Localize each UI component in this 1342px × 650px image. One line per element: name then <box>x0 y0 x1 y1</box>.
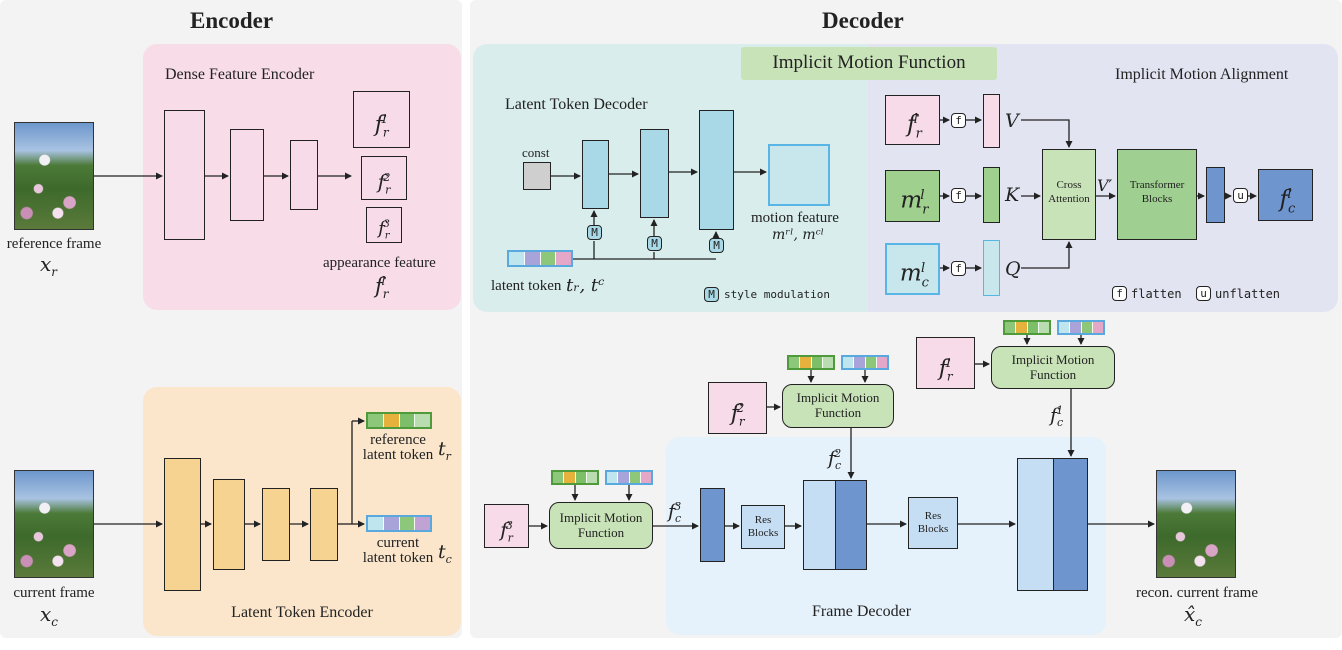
latent-token-decoder-label: Latent Token Decoder <box>505 96 648 113</box>
ltd-block-3 <box>699 110 734 230</box>
encoder-title: Encoder <box>190 8 274 33</box>
motion-feature-label: motion feature <box>751 210 839 226</box>
imf1-ref-token <box>1003 320 1051 335</box>
fr1-decoder-box: fr1 <box>916 337 975 389</box>
decoder-title: Decoder <box>822 8 904 33</box>
x-hat-c-symbol: x̂c <box>1184 602 1203 629</box>
motion-feature-symbols: mʳˡ, mᶜˡ <box>772 227 825 243</box>
fd-concat-1-dark <box>1053 458 1088 591</box>
m-badge-2: M <box>647 236 662 251</box>
imf2-ref-token <box>787 355 835 370</box>
k-symbol: K <box>1005 184 1020 206</box>
fd-fc3-block <box>700 488 725 562</box>
v-symbol: V <box>1005 110 1019 132</box>
m-badge-3: M <box>709 238 724 253</box>
reference-frame-label: reference frame <box>6 236 102 252</box>
q-symbol: Q <box>1005 258 1021 280</box>
implicit-motion-alignment-label: Implicit Motion Alignment <box>1115 66 1289 83</box>
flatten-badge-1: f <box>951 113 966 128</box>
latent-encoder-block-3 <box>262 488 290 561</box>
latent-token-encoder-label: Latent Token Encoder <box>231 604 373 621</box>
current-latent-token <box>366 515 432 532</box>
x-r-symbol: xr <box>40 252 58 279</box>
fc2-symbol: fc2 <box>828 447 842 473</box>
flatten-legend-label: flatten <box>1131 287 1182 301</box>
unflatten-legend-label: unflatten <box>1215 287 1281 301</box>
imf1-cur-token <box>1057 320 1105 335</box>
unflatten-input-vector <box>1206 167 1225 223</box>
dense-encoder-block-1 <box>164 110 205 240</box>
motion-feature-box <box>768 144 830 206</box>
appearance-feature-label: appearance feature <box>323 255 436 271</box>
mc-l-box: mcl <box>885 243 940 295</box>
v-vector <box>983 94 1000 148</box>
flatten-badge-2: f <box>951 188 966 203</box>
recon-current-frame-label: recon. current frame <box>1135 585 1258 601</box>
reference-frame-image <box>14 122 94 230</box>
current-frame-image <box>14 470 94 578</box>
m-badge-1: M <box>587 225 602 240</box>
const-label: const <box>522 145 550 160</box>
unflatten-badge: u <box>1233 188 1248 203</box>
fr2-decoder-box: fr2 <box>708 382 767 434</box>
imf3-cur-token <box>605 470 653 485</box>
latent-token-symbols: tᵣ, tᶜ <box>566 275 605 296</box>
current-frame-label: current frame <box>13 585 95 601</box>
k-vector <box>983 167 1000 223</box>
unflatten-legend-badge: u <box>1196 286 1211 301</box>
ltd-block-1 <box>582 140 609 209</box>
ltd-block-2 <box>640 129 669 218</box>
fd-concat-2-dark <box>835 480 867 570</box>
fc1-symbol: fc1 <box>1050 404 1064 430</box>
imf3-ref-token <box>551 470 599 485</box>
appearance-feature-symbol: frl <box>375 274 389 302</box>
const-block <box>523 162 551 190</box>
frame-decoder-label: Frame Decoder <box>812 603 912 620</box>
flatten-badge-3: f <box>951 261 966 276</box>
fr3-box: fr3 <box>366 207 402 243</box>
t-c-symbol: tc <box>438 541 452 566</box>
latent-encoder-block-4 <box>310 488 338 561</box>
q-vector <box>983 240 1000 296</box>
implicit-motion-function-header: Implicit Motion Function <box>741 47 997 80</box>
style-modulation-badge: M <box>704 287 719 302</box>
v-prime-symbol: V′ <box>1097 176 1113 195</box>
recon-current-frame-image <box>1156 470 1236 578</box>
t-r-symbol: tr <box>438 438 451 463</box>
latent-encoder-block-1 <box>164 458 201 591</box>
latent-token-label: latent token <box>491 278 562 294</box>
decoder-latent-token <box>507 250 573 267</box>
dense-encoder-block-3 <box>290 140 318 210</box>
fr-l-box: frl <box>885 95 940 145</box>
fc-l-box: fcl <box>1258 169 1313 221</box>
fr2-box: fr2 <box>361 156 407 200</box>
flatten-legend-badge: f <box>1112 286 1127 301</box>
fr1-box: fr1 <box>353 91 410 148</box>
fc3-symbol: fc3 <box>668 500 682 526</box>
style-modulation-label: style modulation <box>724 288 830 301</box>
dense-feature-encoder-label: Dense Feature Encoder <box>165 66 315 83</box>
mr-l-box: mrl <box>885 170 940 222</box>
latent-encoder-block-2 <box>213 479 245 570</box>
imf2-cur-token <box>841 355 889 370</box>
x-c-symbol: xc <box>40 602 59 629</box>
reference-latent-token <box>366 412 432 429</box>
dense-encoder-block-2 <box>230 129 264 221</box>
fr3-decoder-box: fr3 <box>484 504 529 548</box>
